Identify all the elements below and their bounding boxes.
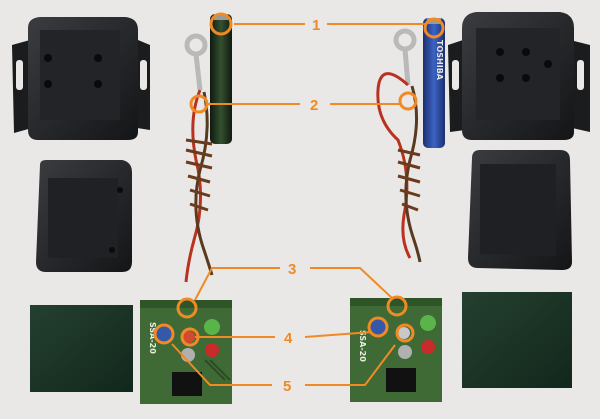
right-battery-assembly: TOSHIBA	[376, 18, 445, 263]
callout-circles	[153, 12, 445, 347]
pcb-model-text-left: SSA-20	[148, 322, 157, 354]
callout-number-1: 1	[312, 17, 320, 34]
left-battery-assembly	[184, 14, 232, 283]
right-solar-panel	[462, 292, 572, 388]
left-circuit-board: SSA-20	[140, 300, 232, 404]
left-solar-panel	[30, 305, 133, 392]
callout-number-5: 5	[283, 378, 291, 395]
callout-number-4: 4	[284, 330, 293, 347]
callout-number-2: 2	[310, 97, 318, 114]
right-mounting-bracket	[448, 12, 590, 140]
callout-number-3: 3	[288, 261, 296, 278]
left-mounting-bracket	[12, 17, 150, 140]
right-cover	[468, 150, 572, 270]
pcb-model-text-right: SSA-20	[358, 330, 367, 362]
battery-brand-text: TOSHIBA	[435, 40, 444, 81]
callout-leaders	[171, 23, 425, 386]
left-cover	[36, 160, 132, 272]
